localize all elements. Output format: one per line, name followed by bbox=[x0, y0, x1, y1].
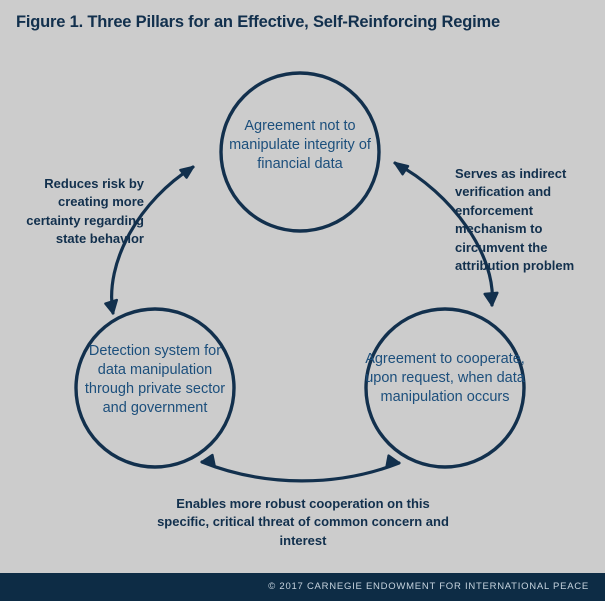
node-label-agreement-not-to-manipulate: Agreement not to manipulate integrity of… bbox=[229, 118, 371, 173]
node-label-agreement-to-cooperate: Agreement to cooperate, upon request, wh… bbox=[365, 351, 525, 406]
connector-right bbox=[393, 161, 499, 307]
diagram-canvas bbox=[74, 71, 526, 483]
arrowhead-left-upper bbox=[179, 165, 195, 179]
footer-copyright: © 2017 CARNEGIE ENDOWMENT FOR INTERNATIO… bbox=[268, 581, 589, 592]
arrowhead-right-lower bbox=[483, 291, 499, 307]
connector-bottom bbox=[200, 453, 401, 483]
arrowhead-bottom-left bbox=[200, 453, 216, 467]
footer-bar: © 2017 CARNEGIE ENDOWMENT FOR INTERNATIO… bbox=[0, 573, 605, 601]
figure-title: Figure 1. Three Pillars for an Effective… bbox=[16, 13, 500, 31]
connector-left bbox=[104, 165, 195, 315]
connector-caption-right: Serves as indirect verification and enfo… bbox=[455, 166, 575, 274]
node-circle-left bbox=[74, 307, 236, 469]
arrowhead-right-upper bbox=[393, 161, 410, 176]
node-label-detection-system: Detection system for data manipulation t… bbox=[84, 343, 226, 417]
connector-caption-left: Reduces risk by creating more certainty … bbox=[26, 176, 144, 247]
diagram-svg bbox=[74, 71, 526, 483]
node-circle-right bbox=[364, 307, 526, 469]
arrowhead-left-lower bbox=[104, 298, 118, 315]
node-circle-top bbox=[219, 71, 381, 233]
connector-caption-bottom: Enables more robust cooperation on this … bbox=[157, 496, 449, 548]
arrowhead-bottom-right bbox=[385, 454, 401, 468]
